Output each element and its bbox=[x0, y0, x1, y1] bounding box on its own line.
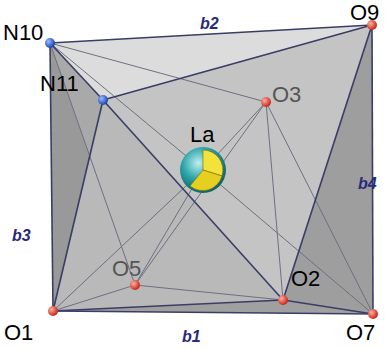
atom-label: La bbox=[190, 124, 214, 146]
edge-label: b2 bbox=[200, 16, 219, 32]
atom-cut bbox=[190, 170, 222, 191]
atom-label: O9 bbox=[350, 2, 379, 24]
atom-label: N11 bbox=[40, 73, 79, 95]
atom-label: O2 bbox=[291, 268, 320, 290]
face bbox=[53, 100, 283, 311]
atom-label: O3 bbox=[272, 84, 301, 106]
atom-label: O1 bbox=[4, 322, 33, 344]
atom-label: O7 bbox=[346, 322, 375, 344]
face bbox=[53, 300, 373, 314]
la-atom bbox=[180, 147, 226, 193]
atom-label: O5 bbox=[112, 258, 141, 280]
back-edges bbox=[50, 43, 373, 314]
face bbox=[283, 25, 373, 314]
edge-label: b3 bbox=[12, 228, 31, 244]
atoms bbox=[45, 20, 378, 319]
atom-label: N10 bbox=[3, 22, 43, 44]
face bbox=[50, 25, 372, 100]
edge-label: b1 bbox=[182, 329, 201, 345]
front-edges bbox=[50, 25, 373, 314]
edge-label: b4 bbox=[358, 176, 377, 192]
